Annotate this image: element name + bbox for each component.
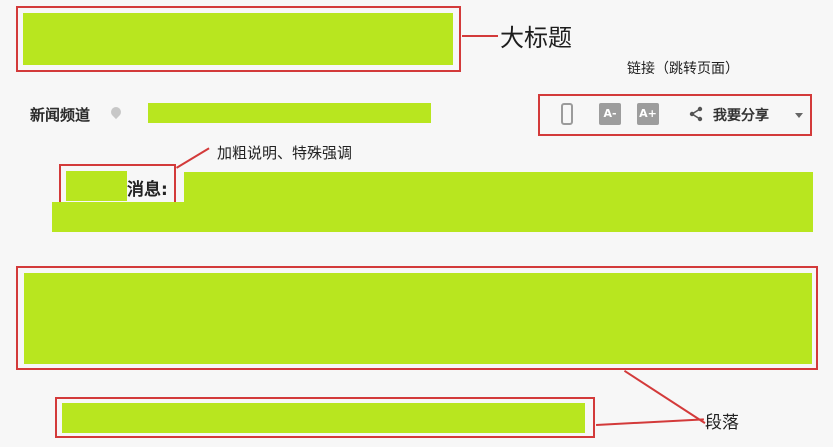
message-prefix: 消息: (127, 180, 168, 200)
paragraph-annotation-box (16, 266, 818, 370)
paragraph-annotation-line (596, 418, 704, 426)
paragraph-annotation-box (55, 397, 595, 438)
chevron-down-icon[interactable] (795, 113, 803, 118)
link-annotation-label: 链接（跳转页面） (627, 61, 739, 77)
paragraph-annotation-line (623, 370, 706, 424)
channel-info-block (148, 103, 431, 123)
title-annotation-box (16, 6, 461, 72)
share-button[interactable]: 我要分享 (713, 108, 769, 124)
paragraph-block (62, 403, 585, 433)
font-increase-button[interactable]: A+ (637, 103, 659, 125)
bold-annotation-label: 加粗说明、特殊强调 (217, 144, 353, 162)
font-decrease-button[interactable]: A- (599, 103, 621, 125)
location-pin-icon (108, 104, 124, 120)
message-text-block (52, 202, 813, 232)
headline-block (23, 13, 453, 65)
source-name-block (66, 171, 127, 201)
title-annotation-line (462, 35, 498, 37)
title-annotation-label: 大标题 (500, 24, 572, 52)
toolbar-annotation-box (538, 94, 812, 136)
paragraph-block (24, 273, 812, 364)
bold-annotation-line (176, 147, 210, 169)
share-icon[interactable] (688, 106, 704, 122)
message-text-block (184, 172, 813, 202)
news-channel-label[interactable]: 新闻频道 (30, 106, 91, 124)
mobile-phone-icon[interactable] (561, 103, 573, 125)
paragraph-annotation-label: 段落 (705, 413, 739, 433)
